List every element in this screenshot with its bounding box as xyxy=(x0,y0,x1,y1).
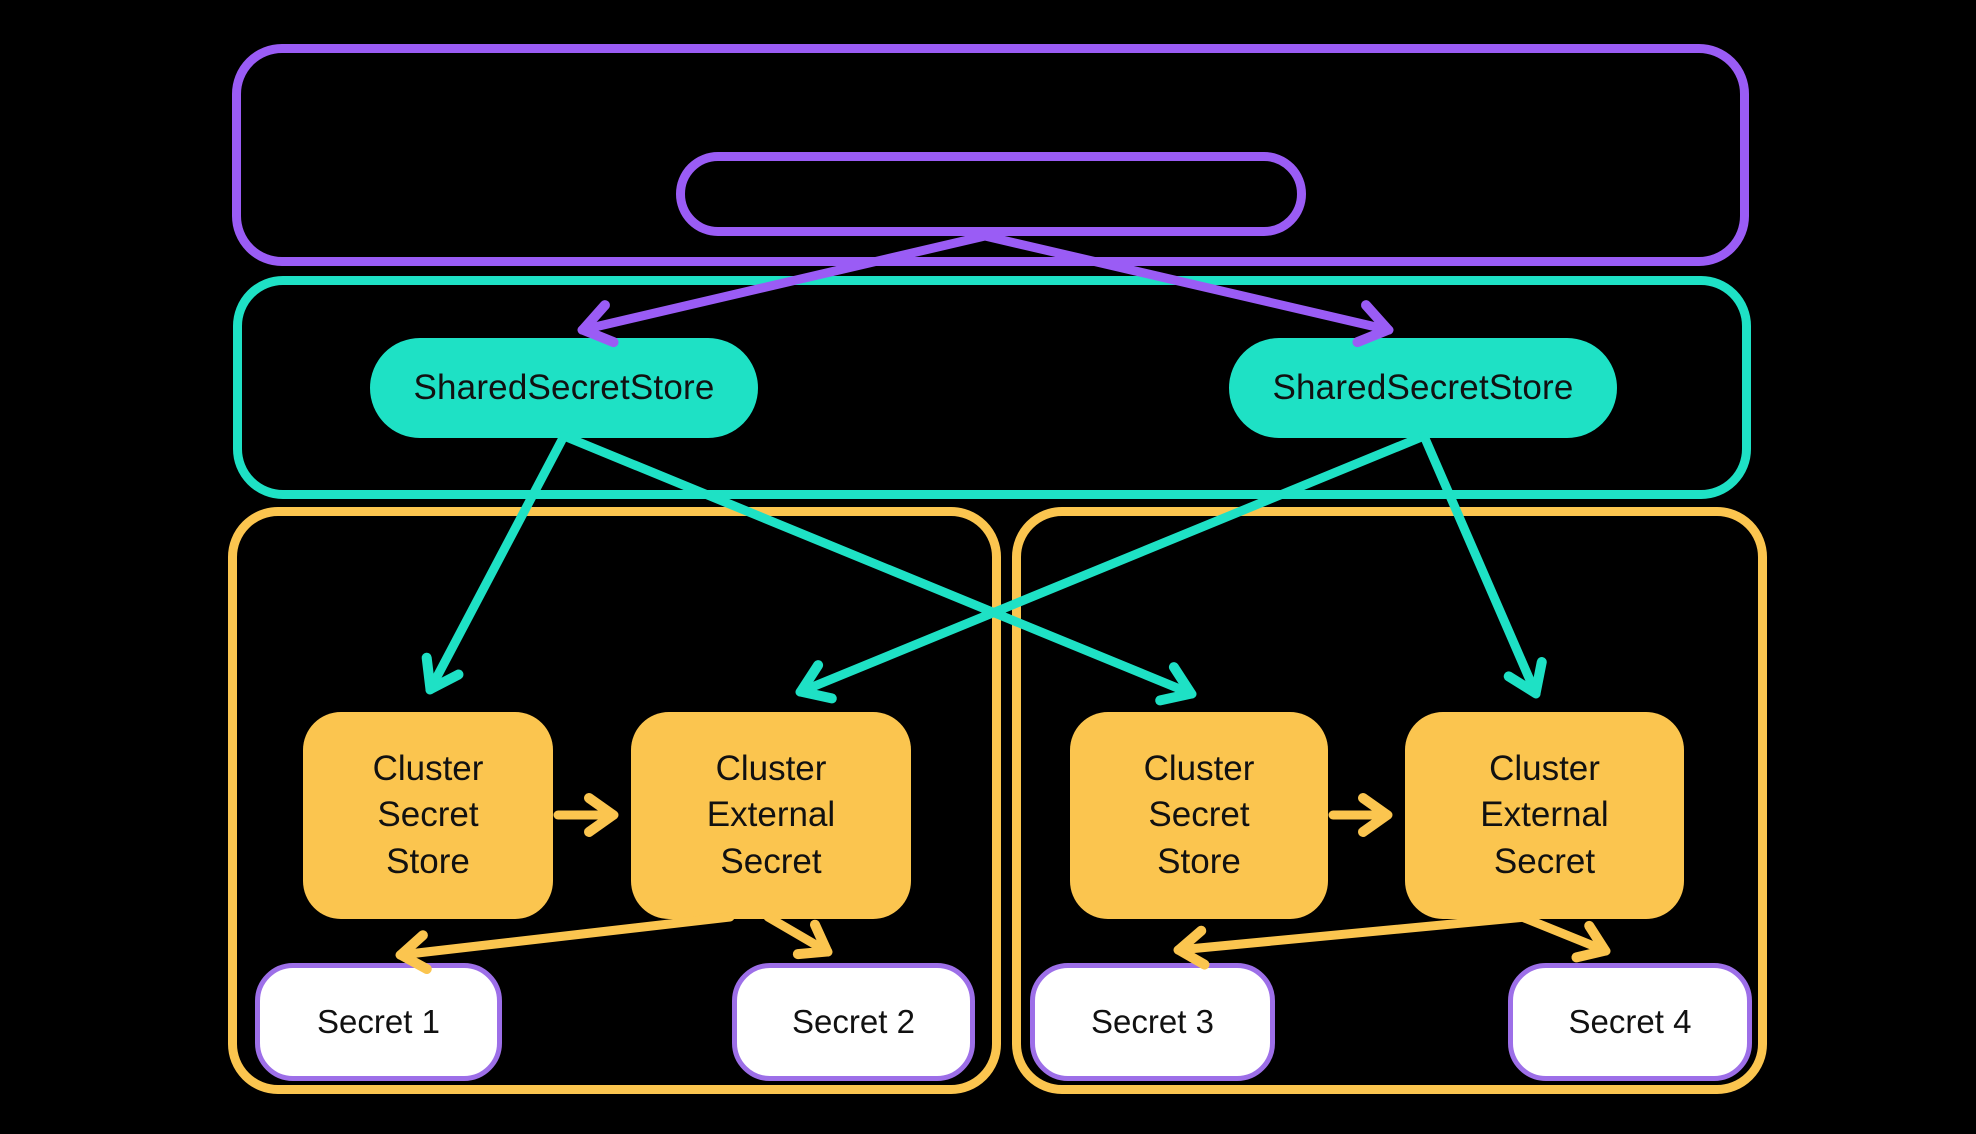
cluster-1-secret-store: Cluster Secret Store xyxy=(303,712,553,919)
secret-1-label: Secret 1 xyxy=(317,1003,440,1040)
secret-4-label: Secret 4 xyxy=(1568,1003,1692,1040)
cluster-2-external-secret: Cluster External Secret xyxy=(1405,712,1684,919)
secret-2-label: Secret 2 xyxy=(792,1003,915,1040)
secret-3-label: Secret 3 xyxy=(1091,1003,1214,1040)
shared-secret-store-left-label: SharedSecretStore xyxy=(413,368,715,407)
secret-3-pill: Secret 3 xyxy=(1030,963,1275,1081)
secret-2-pill: Secret 2 xyxy=(732,963,975,1081)
secret-4-pill: Secret 4 xyxy=(1508,963,1752,1081)
cluster-1-secret-store-label: Cluster Secret Store xyxy=(372,749,484,881)
root-inner-pill xyxy=(676,152,1306,236)
cluster-1-external-secret-label: Cluster External Secret xyxy=(706,749,836,881)
cluster-1-external-secret: Cluster External Secret xyxy=(631,712,911,919)
cluster-2-secret-store: Cluster Secret Store xyxy=(1070,712,1328,919)
secret-1-pill: Secret 1 xyxy=(255,963,502,1081)
shared-secret-store-right: SharedSecretStore xyxy=(1229,338,1617,438)
shared-secret-store-left: SharedSecretStore xyxy=(370,338,758,438)
cluster-2-secret-store-label: Cluster Secret Store xyxy=(1143,749,1255,881)
cluster-2-external-secret-label: Cluster External Secret xyxy=(1480,749,1609,881)
shared-secret-store-right-label: SharedSecretStore xyxy=(1272,368,1574,407)
